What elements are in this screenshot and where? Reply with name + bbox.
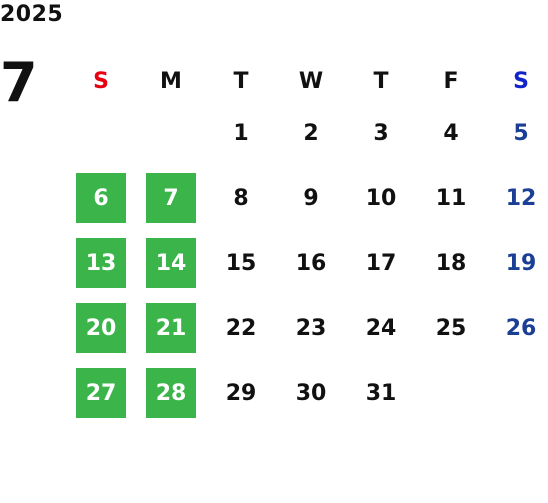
date-cell-thu: 17 (348, 237, 414, 289)
date-cell-mon: 28 (138, 367, 204, 419)
date-number: 19 (505, 250, 537, 276)
date-cell-sat: 12 (488, 172, 548, 224)
highlighted-date: 13 (76, 238, 126, 288)
date-number: 9 (303, 185, 319, 211)
date-cell-fri: 11 (418, 172, 484, 224)
date-number: 1 (233, 120, 249, 146)
date-cell-fri: 4 (418, 107, 484, 159)
highlighted-date: 27 (76, 368, 126, 418)
highlighted-date: 7 (146, 173, 196, 223)
date-cell-wed: 2 (278, 107, 344, 159)
month-number: 7 (0, 51, 38, 114)
date-number: 30 (295, 380, 327, 406)
date-cell-thu: 10 (348, 172, 414, 224)
week-row: 13 14 15 16 17 18 19 (68, 237, 548, 302)
date-cell-sun: 6 (68, 172, 134, 224)
date-cell-sun: 20 (68, 302, 134, 354)
date-number: 26 (505, 315, 537, 341)
weekday-header-tue: T (233, 68, 249, 94)
date-cell-wed: 30 (278, 367, 344, 419)
date-cell-thu: 31 (348, 367, 414, 419)
date-cell-fri: 25 (418, 302, 484, 354)
date-number: 22 (225, 315, 257, 341)
highlighted-date: 28 (146, 368, 196, 418)
date-cell-wed: 23 (278, 302, 344, 354)
date-cell-tue: 8 (208, 172, 274, 224)
date-number: 31 (365, 380, 397, 406)
date-cell-mon: 21 (138, 302, 204, 354)
weekday-header-mon: M (160, 68, 182, 94)
date-cell-sat: 19 (488, 237, 548, 289)
weekday-header-sun: S (93, 68, 109, 94)
date-number: 3 (373, 120, 389, 146)
date-number: 18 (435, 250, 467, 276)
weekday-header-row: S M T W T F S (68, 55, 548, 107)
date-number: 23 (295, 315, 327, 341)
date-cell-thu: 24 (348, 302, 414, 354)
date-number: 17 (365, 250, 397, 276)
date-cell-tue: 15 (208, 237, 274, 289)
date-cell-tue: 1 (208, 107, 274, 159)
date-cell-fri: 18 (418, 237, 484, 289)
week-row: 1 2 3 4 5 (68, 107, 548, 172)
date-number: 4 (443, 120, 459, 146)
highlighted-date: 14 (146, 238, 196, 288)
date-cell-tue: 29 (208, 367, 274, 419)
date-cell-mon: 14 (138, 237, 204, 289)
year-label: 2025 (0, 2, 64, 27)
date-cell-sun: 13 (68, 237, 134, 289)
date-number: 24 (365, 315, 397, 341)
weekday-header-fri: F (443, 68, 459, 94)
weekday-header-thu: T (373, 68, 389, 94)
date-number: 10 (365, 185, 397, 211)
date-number: 8 (233, 185, 249, 211)
date-number: 29 (225, 380, 257, 406)
date-cell-wed: 9 (278, 172, 344, 224)
date-number: 12 (505, 185, 537, 211)
date-cell-sun: 27 (68, 367, 134, 419)
date-number: 16 (295, 250, 327, 276)
date-number: 2 (303, 120, 319, 146)
date-cell-mon: 7 (138, 172, 204, 224)
date-cell-tue: 22 (208, 302, 274, 354)
date-number: 11 (435, 185, 467, 211)
highlighted-date: 20 (76, 303, 126, 353)
date-cell-sat: 5 (488, 107, 548, 159)
weekday-header-sat: S (513, 68, 529, 94)
highlighted-date: 6 (76, 173, 126, 223)
date-number: 15 (225, 250, 257, 276)
weekday-header-wed: W (298, 68, 324, 94)
week-row: 27 28 29 30 31 (68, 367, 548, 432)
date-cell-thu: 3 (348, 107, 414, 159)
date-number: 5 (513, 120, 529, 146)
date-cell-sat: 26 (488, 302, 548, 354)
date-number: 25 (435, 315, 467, 341)
date-cell-wed: 16 (278, 237, 344, 289)
week-row: 20 21 22 23 24 25 26 (68, 302, 548, 367)
highlighted-date: 21 (146, 303, 196, 353)
